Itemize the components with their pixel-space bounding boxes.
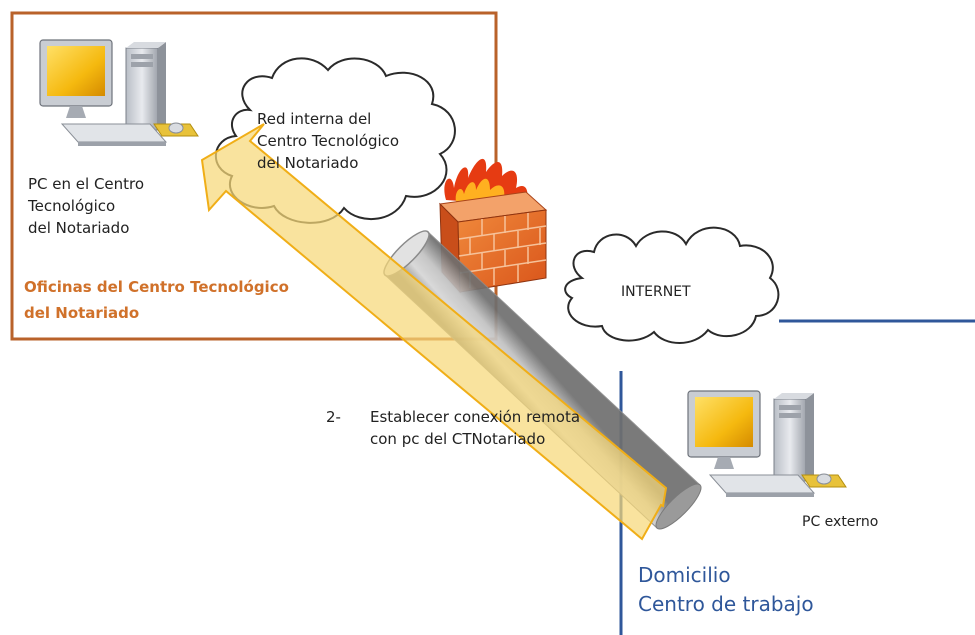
home-computer-icon: [687, 390, 847, 498]
office-title-line: Oficinas del Centro Tecnológico: [24, 278, 289, 296]
office-pc-label-line: PC en el Centro: [28, 175, 145, 193]
step-description-line: Establecer conexión remota: [370, 408, 581, 426]
home-title: Domicilio Centro de trabajo: [638, 561, 814, 619]
home-title-line: Centro de trabajo: [638, 592, 814, 616]
office-computer-icon: [39, 39, 199, 147]
internet-label: INTERNET: [621, 284, 691, 300]
internal-network-label-line: del Notariado: [257, 153, 359, 172]
internal-network-label: Red interna del Centro Tecnológico del N…: [257, 109, 399, 174]
internal-network-label-line: Red interna del: [257, 110, 372, 128]
home-title-line: Domicilio: [638, 563, 731, 587]
step-number: 2-: [326, 408, 341, 426]
internal-network-label-line: Centro Tecnológico: [257, 131, 400, 150]
step-description: Establecer conexión remota con pc del CT…: [370, 407, 580, 451]
home-pc-label: PC externo: [802, 514, 879, 530]
office-pc-label: PC en el Centro Tecnológico del Notariad…: [28, 174, 144, 239]
office-pc-label-line: Tecnológico: [28, 196, 116, 215]
office-title-line: del Notariado: [24, 304, 140, 323]
office-title: Oficinas del Centro Tecnológico del Nota…: [24, 274, 289, 327]
office-pc-label-line: del Notariado: [28, 218, 130, 237]
step-description-line: con pc del CTNotariado: [370, 429, 546, 448]
connection-arrow: [200, 123, 668, 541]
internet-cloud-icon: [564, 226, 780, 344]
